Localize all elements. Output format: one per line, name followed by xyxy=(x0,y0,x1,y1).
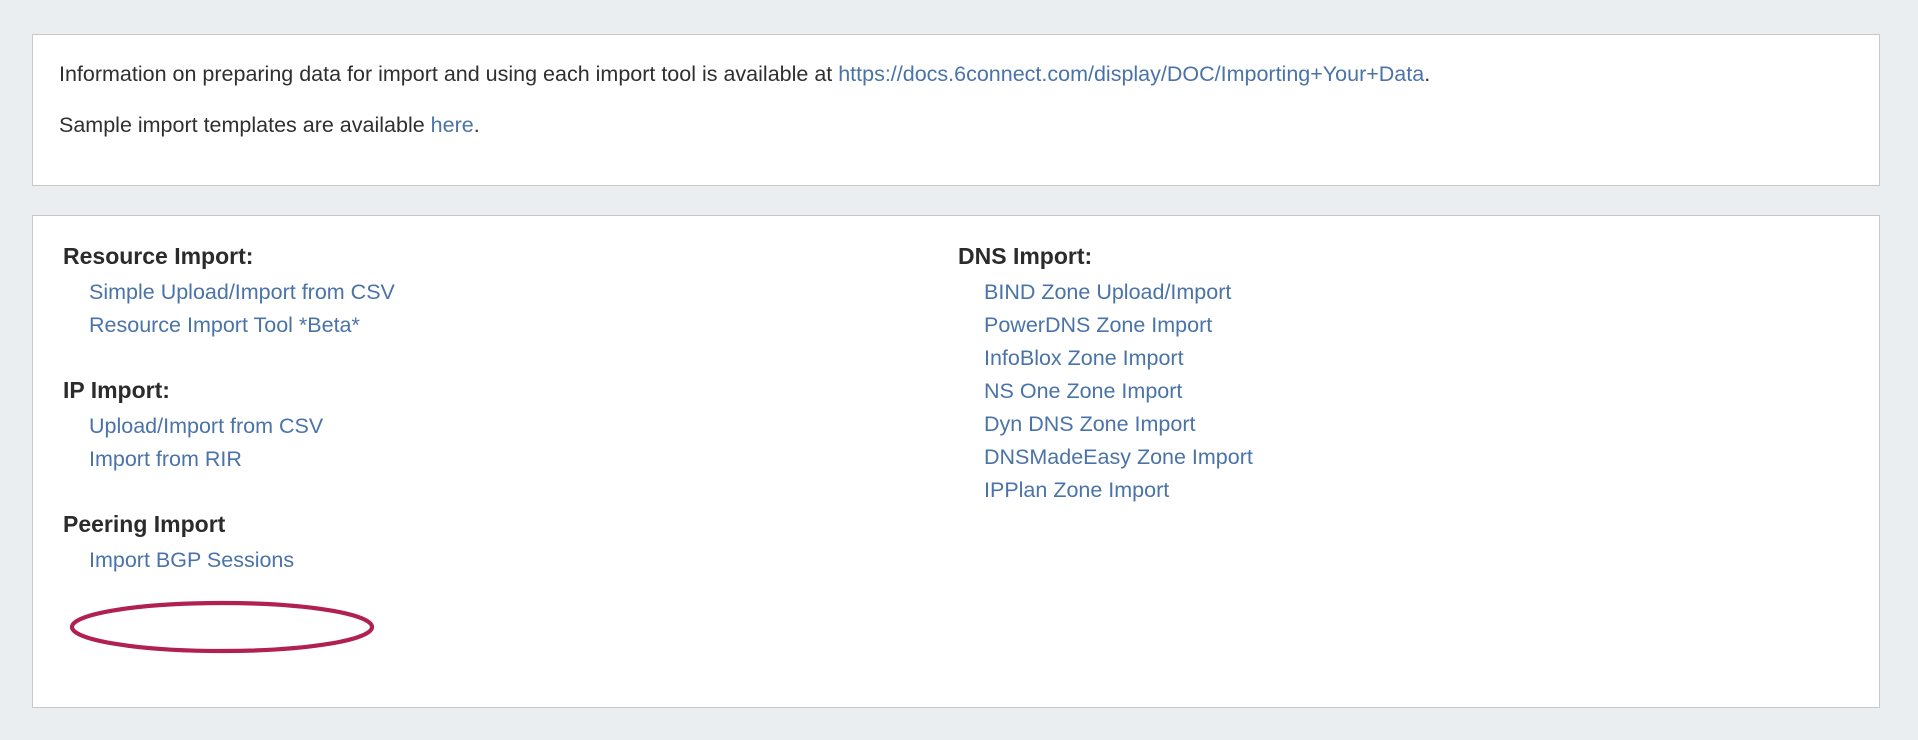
group-links-resource-import: Simple Upload/Import from CSV Resource I… xyxy=(63,276,958,342)
info-line-templates-period: . xyxy=(473,113,480,137)
group-title-ip-import: IP Import: xyxy=(63,377,170,403)
link-dyn-dns-zone-import[interactable]: Dyn DNS Zone Import xyxy=(984,412,1196,436)
link-import-from-rir[interactable]: Import from RIR xyxy=(89,447,242,471)
group-title-dns-import: DNS Import: xyxy=(958,243,1093,269)
group-title-peering-import: Peering Import xyxy=(63,511,226,537)
list-item: Import BGP Sessions xyxy=(89,544,958,577)
link-simple-upload-import-from-csv[interactable]: Simple Upload/Import from CSV xyxy=(89,280,395,304)
import-tools-columns: Resource Import: Simple Upload/Import fr… xyxy=(63,242,1853,577)
list-item: InfoBlox Zone Import xyxy=(984,342,1853,375)
list-item: Import from RIR xyxy=(89,443,958,476)
info-line-templates-text: Sample import templates are available xyxy=(59,113,431,137)
group-resource-import: Resource Import: Simple Upload/Import fr… xyxy=(63,242,958,342)
link-import-bgp-sessions[interactable]: Import BGP Sessions xyxy=(89,548,295,572)
group-ip-import: IP Import: Upload/Import from CSV Import… xyxy=(63,376,958,476)
list-item: Upload/Import from CSV xyxy=(89,410,958,443)
list-item: PowerDNS Zone Import xyxy=(984,309,1853,342)
list-item: Dyn DNS Zone Import xyxy=(984,408,1853,441)
list-item: IPPlan Zone Import xyxy=(984,474,1853,507)
link-resource-import-tool-beta[interactable]: Resource Import Tool *Beta* xyxy=(89,313,360,337)
templates-here-link[interactable]: here xyxy=(430,113,474,137)
group-dns-import: DNS Import: BIND Zone Upload/Import Powe… xyxy=(958,242,1853,507)
group-links-peering-import: Import BGP Sessions xyxy=(63,544,958,577)
list-item: NS One Zone Import xyxy=(984,375,1853,408)
list-item: BIND Zone Upload/Import xyxy=(984,276,1853,309)
group-links-ip-import: Upload/Import from CSV Import from RIR xyxy=(63,410,958,476)
link-bind-zone-upload-import[interactable]: BIND Zone Upload/Import xyxy=(984,280,1232,304)
list-item: Simple Upload/Import from CSV xyxy=(89,276,958,309)
link-powerdns-zone-import[interactable]: PowerDNS Zone Import xyxy=(984,313,1213,337)
import-tools-panel: Resource Import: Simple Upload/Import fr… xyxy=(32,215,1880,708)
link-upload-import-from-csv[interactable]: Upload/Import from CSV xyxy=(89,414,324,438)
list-item: DNSMadeEasy Zone Import xyxy=(984,441,1853,474)
info-line-templates: Sample import templates are available he… xyxy=(59,112,1853,138)
link-ns-one-zone-import[interactable]: NS One Zone Import xyxy=(984,379,1183,403)
link-ipplan-zone-import[interactable]: IPPlan Zone Import xyxy=(984,478,1170,502)
info-line-docs-text: Information on preparing data for import… xyxy=(59,62,839,86)
list-item: Resource Import Tool *Beta* xyxy=(89,309,958,342)
link-dnsmadeeasy-zone-import[interactable]: DNSMadeEasy Zone Import xyxy=(984,445,1253,469)
annotation-ellipse-highlight xyxy=(69,600,375,654)
info-line-docs: Information on preparing data for import… xyxy=(59,61,1853,87)
info-line-docs-period: . xyxy=(1424,62,1431,86)
import-column-right: DNS Import: BIND Zone Upload/Import Powe… xyxy=(958,242,1853,507)
info-panel: Information on preparing data for import… xyxy=(32,34,1880,186)
link-infoblox-zone-import[interactable]: InfoBlox Zone Import xyxy=(984,346,1184,370)
group-links-dns-import: BIND Zone Upload/Import PowerDNS Zone Im… xyxy=(958,276,1853,507)
import-column-left: Resource Import: Simple Upload/Import fr… xyxy=(63,242,958,577)
docs-url-link[interactable]: https://docs.6connect.com/display/DOC/Im… xyxy=(838,62,1425,86)
group-peering-import: Peering Import Import BGP Sessions xyxy=(63,510,958,577)
group-title-resource-import: Resource Import: xyxy=(63,243,254,269)
